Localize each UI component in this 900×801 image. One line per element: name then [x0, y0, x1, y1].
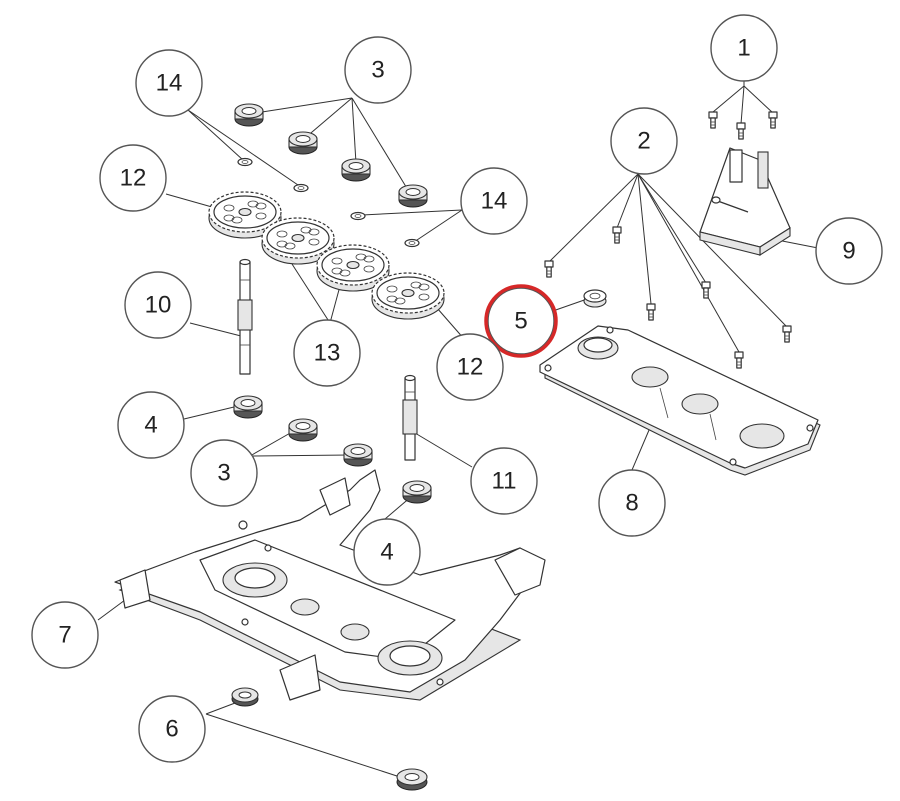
- shaft-part-10: [237, 258, 253, 375]
- callout-4-left-label: 4: [144, 412, 157, 439]
- callout-13: 13: [293, 319, 361, 387]
- callout-4-right-label: 4: [380, 539, 393, 566]
- callout-3-middle: 3: [190, 439, 258, 507]
- callout-12-top: 12: [99, 144, 167, 212]
- callout-14-right-label: 14: [481, 188, 508, 215]
- callout-4-left: 4: [117, 391, 185, 459]
- callout-8: 8: [598, 469, 666, 537]
- callout-5-label: 5: [514, 308, 527, 335]
- bolts-set-1: [708, 111, 778, 140]
- plate-part-8: [539, 325, 821, 476]
- callout-10: 10: [124, 271, 192, 339]
- callout-4-right: 4: [353, 518, 421, 586]
- parts: [114, 103, 821, 791]
- callout-8-label: 8: [625, 490, 638, 517]
- spacer-part-5: [583, 289, 607, 308]
- seals-part-6: [231, 687, 428, 791]
- callout-2-label: 2: [637, 128, 650, 155]
- bracket-part-9: [699, 147, 791, 256]
- callout-7: 7: [31, 601, 99, 669]
- callout-14-right: 14: [460, 167, 528, 235]
- callout-2: 2: [610, 107, 678, 175]
- callout-7-label: 7: [58, 622, 71, 649]
- shaft-part-11: [402, 374, 418, 461]
- callout-11: 11: [470, 447, 538, 515]
- callout-9-label: 9: [842, 238, 855, 265]
- highlight-ring: [484, 284, 558, 358]
- callout-3-top: 3: [344, 36, 412, 104]
- callout-1: 1: [710, 14, 778, 82]
- callout-1-label: 1: [737, 35, 750, 62]
- leader-lines: [97, 81, 819, 778]
- callout-6: 6: [138, 695, 206, 763]
- callout-12-bottom-label: 12: [457, 354, 484, 381]
- bearings-top: [234, 103, 428, 208]
- callout-3-middle-label: 3: [217, 460, 230, 487]
- housing-part-7: [114, 469, 546, 701]
- callout-14-top: 14: [135, 49, 203, 117]
- callout-12-top-label: 12: [120, 165, 147, 192]
- callout-5: 5: [487, 287, 555, 355]
- callout-12-bottom: 12: [436, 333, 504, 401]
- callout-14-top-label: 14: [156, 70, 183, 97]
- callout-6-label: 6: [165, 716, 178, 743]
- callout-9: 9: [815, 217, 883, 285]
- callout-11-label: 11: [492, 468, 517, 495]
- callout-10-label: 10: [145, 292, 172, 319]
- bearings-middle: [288, 418, 373, 467]
- callout-3-top-label: 3: [371, 57, 384, 84]
- callout-13-label: 13: [314, 340, 341, 367]
